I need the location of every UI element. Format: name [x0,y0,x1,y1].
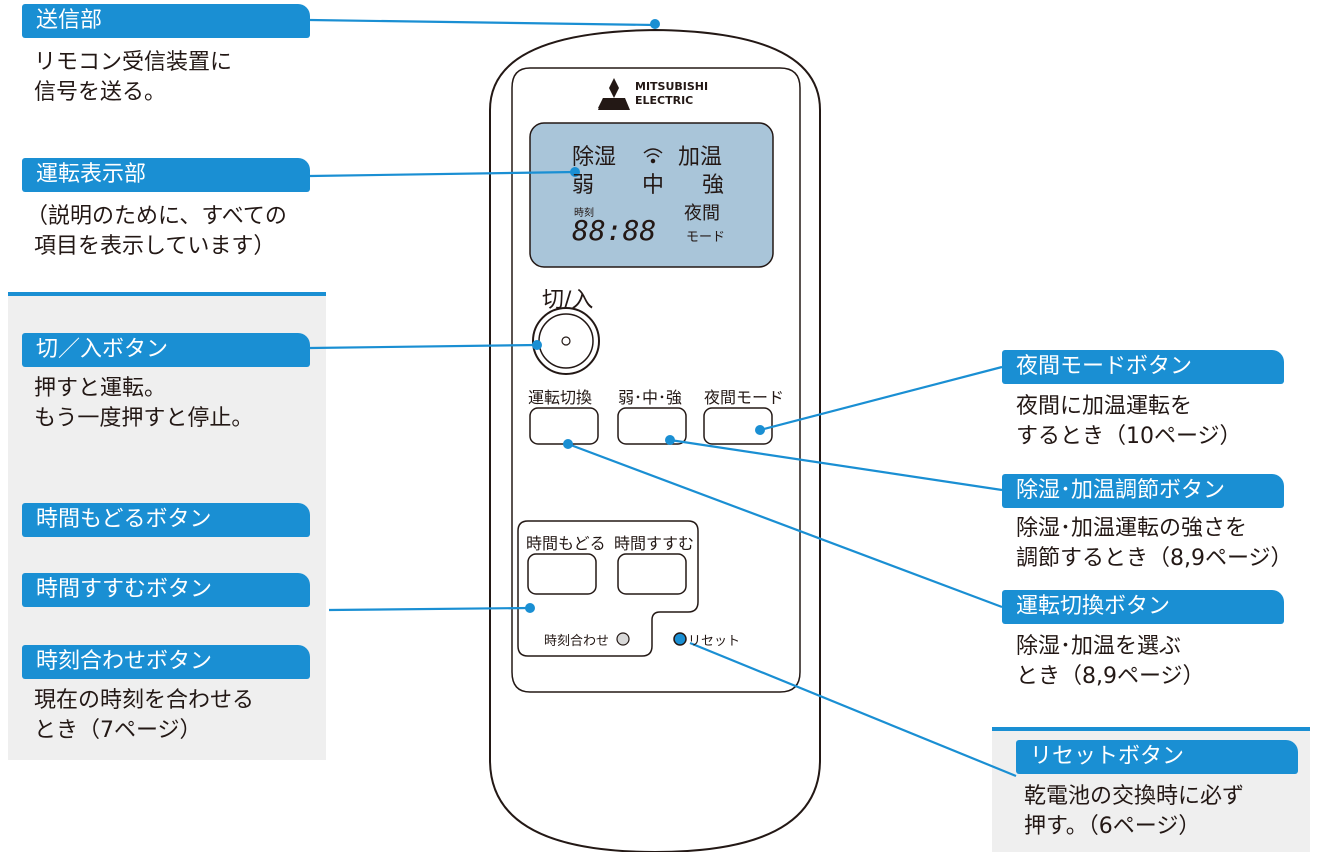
night-desc-line1: 夜間に加温運転を [1016,394,1193,419]
signal-icon [643,148,663,164]
mode-desc-line2: とき（8,9ページ） [1016,664,1205,689]
lcd-dehumidify: 除湿 [572,145,617,170]
display-desc-line2: 項目を表示しています） [34,234,276,259]
night-desc-line2: するとき（10ページ） [1016,424,1242,449]
time-back-button[interactable] [528,554,596,594]
time-set-desc-line2: とき（7ページ） [34,718,202,743]
time-forward-button-shape [617,553,687,595]
power-desc-line2: もう一度押すと停止。 [34,406,254,431]
strength-button-shape [617,407,687,445]
time-forward-button[interactable] [618,554,686,594]
reset-desc-line1: 乾電池の交換時に必ず [1024,784,1245,809]
lcd-night-line2: モード [686,230,726,245]
mode-desc-line1: 除湿･加温を選ぶ [1016,634,1182,659]
reset-button-dot [673,632,687,646]
time-forward-label: 時間すすむ [614,534,695,553]
strength-button-label: 弱･中･強 [618,388,683,407]
time-set-button[interactable] [616,632,630,646]
transmitter-desc-line2: 信号を送る。 [34,80,167,105]
power-label: 切/入 [542,288,594,313]
mode-tag: 運転切換ボタン [1002,590,1284,624]
night-button-label: 夜間モード [704,388,785,407]
reset-label: リセット [688,634,741,649]
mitsubishi-logo-icon [598,78,630,110]
reset-desc-line2: 押す。（6ページ） [1024,814,1201,839]
display-desc-line1: （説明のために、すべての [26,204,287,229]
time-set-tag: 時刻合わせボタン [22,645,310,679]
lcd-weak: 弱 [572,173,595,198]
brand-name-line2: ELECTRIC [635,94,694,107]
display-tag: 運転表示部 [22,158,310,192]
power-button[interactable] [533,308,599,374]
brand-name-line1: MITSUBISHI [635,80,709,93]
strength-tag: 除湿･加温調節ボタン [1002,474,1284,508]
time-back-tag: 時間もどるボタン [22,503,310,537]
lcd-night-line1: 夜間 [684,203,720,224]
time-set-desc-line1: 現在の時刻を合わせる [34,688,255,713]
strength-button[interactable] [618,408,686,444]
power-desc-line1: 押すと運転。 [34,376,167,401]
mode-button-label: 運転切換 [528,388,593,407]
transmitter-desc-line1: リモコン受信装置に [34,50,233,75]
night-tag: 夜間モードボタン [1002,350,1284,384]
lcd-time-label: 時刻 [574,208,594,219]
time-forward-tag: 時間すすむボタン [22,573,310,607]
lcd-screen [529,122,774,268]
power-tag: 切／入ボタン [22,333,310,367]
strength-desc-line2: 調節するとき（8,9ページ） [1016,546,1293,571]
strength-desc-line1: 除湿･加温運転の強さを [1016,516,1248,541]
reset-button[interactable] [673,632,687,646]
right-panel-top-rule [992,727,1310,731]
night-mode-button[interactable] [704,408,772,444]
time-set-label: 時刻合わせ [544,634,610,649]
lcd-medium: 中 [642,173,665,198]
mode-button[interactable] [530,408,598,444]
time-back-button-shape [527,553,597,595]
lcd-humidify: 加温 [678,145,723,170]
lcd-time-value: 88:88 [572,214,657,247]
lcd-strong: 強 [702,173,725,198]
time-set-button-dot [616,632,630,646]
left-panel-top-rule [8,292,326,296]
transmitter-tag: 送信部 [22,4,310,38]
reset-tag: リセットボタン [1016,740,1298,774]
time-back-label: 時間もどる [526,534,606,553]
